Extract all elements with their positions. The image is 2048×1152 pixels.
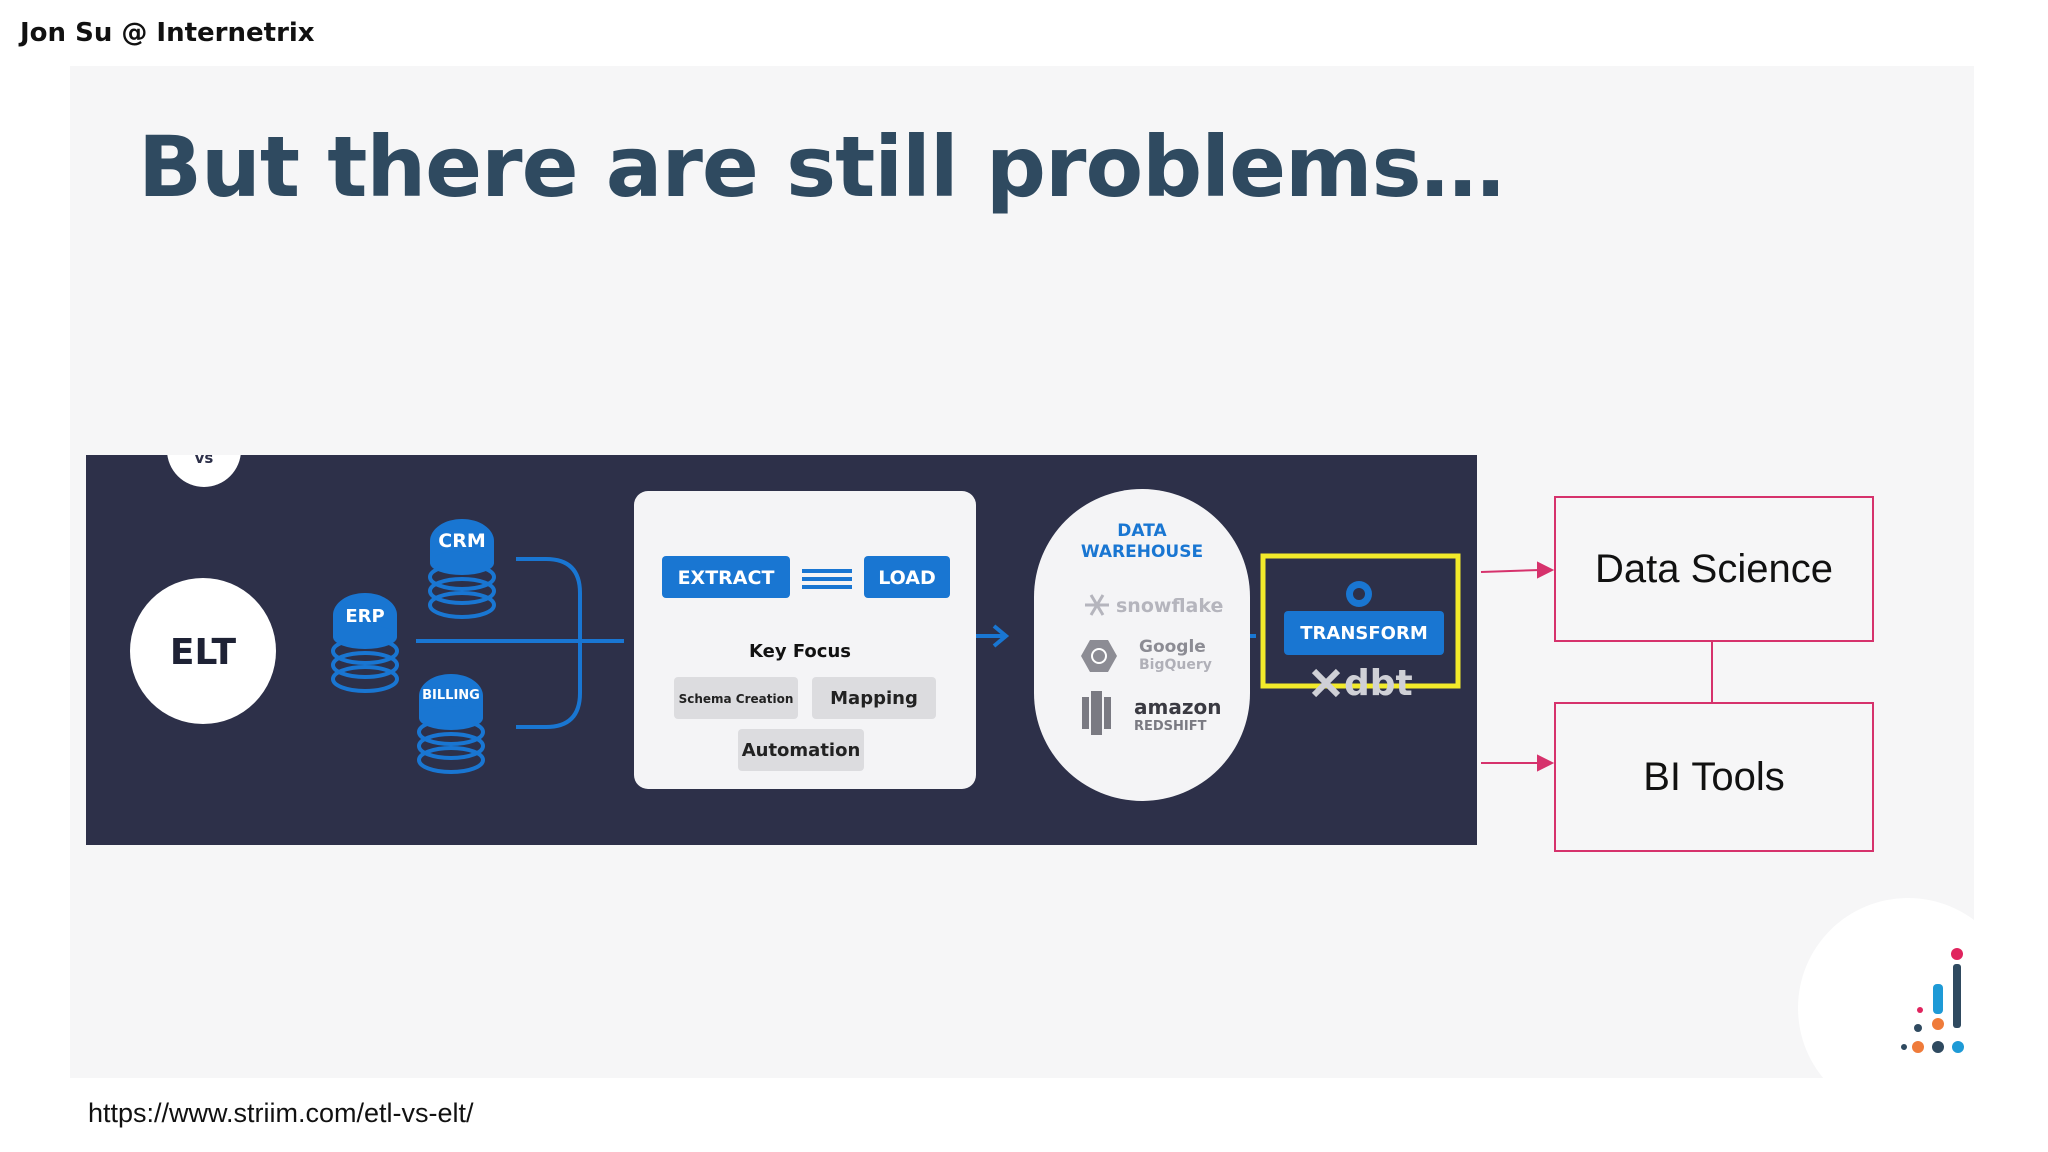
bigquery-icon [1081,640,1117,672]
elt-diagram-image: vs ELT CRM ERP [86,455,1477,845]
key-focus-schema-creation: Schema Creation [679,692,794,706]
slide-title: But there are still problems… [138,118,1505,216]
elt-badge [130,578,276,724]
extract-chip [662,556,790,598]
load-chip [864,556,950,598]
warehouse-title-line2: WAREHOUSE [1081,542,1203,562]
internetrix-logo-icon [1901,948,1964,1053]
extract-label: EXTRACT [678,567,775,589]
vendor-snowflake: snowflake [1116,595,1223,617]
vendor-google: Google [1139,637,1206,657]
vendor-bigquery: BigQuery [1139,657,1212,673]
redshift-icon [1082,691,1111,735]
vendor-amazon: amazon [1134,695,1221,719]
arrow-to-data-science [1480,569,1541,573]
source-crm: CRM [438,530,485,552]
data-science-box: Data Science [1554,496,1874,642]
source-url: https://www.striim.com/etl-vs-elt/ [88,1098,474,1128]
source-billing: BILLING [422,688,480,703]
erp-database-icon [331,593,399,693]
key-focus-mapping: Mapping [830,688,918,709]
slide: But there are still problems… vs ELT CRM [70,66,1974,1078]
key-focus-heading: Key Focus [749,641,851,662]
source-erp: ERP [345,606,384,627]
gear-icon [1346,581,1372,607]
key-focus-automation: Automation [742,740,861,761]
vendor-redshift: REDSHIFT [1134,719,1207,734]
elt-label: ELT [170,632,237,673]
vs-label: vs [195,455,214,467]
crm-database-icon [428,519,496,619]
transform-chip [1284,611,1444,655]
transform-label: TRANSFORM [1300,623,1427,644]
presenter-credit: Jon Su @ Internetrix [20,18,315,48]
transform-highlight-box [1260,553,1461,689]
billing-database-icon [417,674,485,774]
dbt-logo-icon [1311,668,1341,698]
bi-tools-box: BI Tools [1554,702,1874,852]
vs-badge [167,455,241,487]
load-label: LOAD [878,567,936,589]
dbt-label: dbt [1344,663,1413,704]
snowflake-icon [1085,594,1109,616]
equals-icon [802,569,852,589]
warehouse-title-line1: DATA [1117,521,1167,541]
